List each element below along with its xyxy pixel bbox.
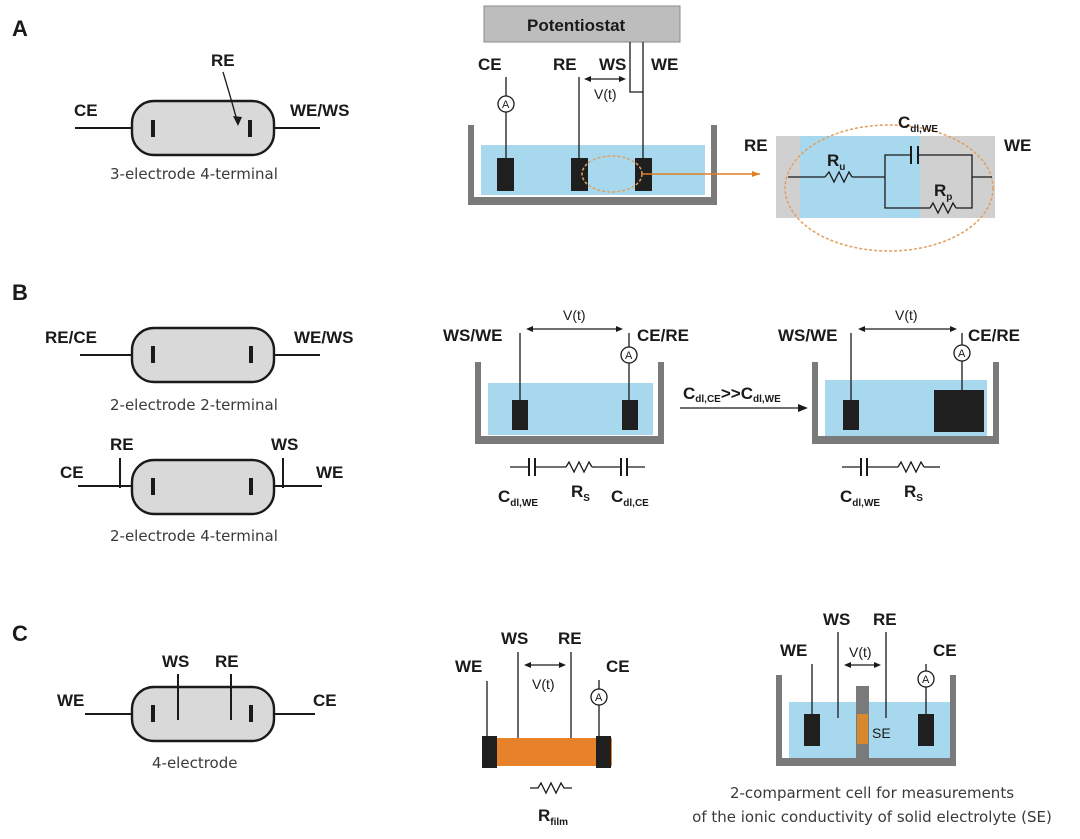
b-2t-caption: 2-electrode 2-terminal (110, 396, 278, 414)
b2-rs-label: RS (904, 482, 923, 504)
a-ammeter-label: A (502, 99, 510, 111)
panel-b-cell-2: A WS/WE CE/RE V(t) Cdl,WE RS (778, 307, 1020, 509)
c-schematic-ce-label: CE (313, 691, 337, 710)
panel-a-cell: Potentiostat A CE RE WS WE V(t) (468, 5, 760, 205)
film-bar (482, 738, 612, 766)
circuit-we-label: WE (1004, 136, 1031, 155)
a-schematic-caption: 3-electrode 4-terminal (110, 165, 278, 183)
c-film-ws-label: WS (501, 629, 528, 648)
b2-right-label: CE/RE (968, 326, 1020, 345)
a-cell-we-label: WE (651, 55, 678, 74)
circuit-re-label: RE (744, 136, 768, 155)
a-cell-re-label: RE (553, 55, 577, 74)
a-voltage-label: V(t) (594, 86, 617, 102)
c-film-ammeter-label: A (595, 692, 603, 704)
b1-rs-label: RS (571, 482, 590, 504)
b-4t-caption: 2-electrode 4-terminal (110, 527, 278, 545)
c-tc-ammeter-label: A (922, 674, 930, 686)
a-cell-ws-label: WS (599, 55, 626, 74)
beaker (468, 125, 717, 205)
c-schematic-caption: 4-electrode (152, 754, 237, 772)
panel-c-film: A WE WS RE CE V(t) Rfilm (455, 629, 630, 828)
solid-electrolyte (857, 714, 868, 744)
b1-right-label: CE/RE (637, 326, 689, 345)
c-film-r-label: Rfilm (538, 806, 568, 828)
panel-a-zoom-circuit: RE WE Ru Cdl,WE Rp (744, 113, 1031, 252)
panel-b-transition-arrow: Cdl,CE>>Cdl,WE (680, 384, 808, 412)
a-schematic-ce-label: CE (74, 101, 98, 120)
b1-left-label: WS/WE (443, 326, 503, 345)
c-tc-we-label: WE (780, 641, 807, 660)
b-4t-re-label: RE (110, 435, 134, 454)
c-schematic-ws-label: WS (162, 652, 189, 671)
panel-label-c: C (12, 621, 28, 646)
b2-ammeter-label: A (958, 348, 966, 360)
panel-a-schematic: CE RE WE/WS 3-electrode 4-terminal (74, 51, 350, 183)
panel-label-a: A (12, 16, 28, 41)
a-schematic-re-label: RE (211, 51, 235, 70)
b1-c2-label: Cdl,CE (611, 487, 649, 509)
potentiostat-box (483, 5, 681, 43)
panel-b-schematic-4t: CE RE WS WE 2-electrode 4-terminal (60, 435, 343, 545)
c-tc-caption-line2: of the ionic conductivity of solid elect… (692, 808, 1052, 826)
panel-label-b: B (12, 280, 28, 305)
b1-c1-label: Cdl,WE (498, 487, 538, 509)
b-4t-we-label: WE (316, 463, 343, 482)
c-tc-re-label: RE (873, 610, 897, 629)
c-schematic-we-label: WE (57, 691, 84, 710)
b-4t-ce-label: CE (60, 463, 84, 482)
circuit-ru-label: Ru (827, 151, 845, 173)
b-arrow-label: Cdl,CE>>Cdl,WE (683, 384, 781, 405)
c-film-re-label: RE (558, 629, 582, 648)
c-tc-ce-label: CE (933, 641, 957, 660)
a-schematic-we-ws-label: WE/WS (290, 101, 350, 120)
panel-b-schematic-2t: RE/CE WE/WS 2-electrode 2-terminal (45, 326, 354, 414)
b2-left-label: WS/WE (778, 326, 838, 345)
c-film-voltage-label: V(t) (532, 676, 555, 692)
circuit-rp-label: Rp (934, 181, 952, 203)
c-schematic-re-label: RE (215, 652, 239, 671)
ammeter-icon (497, 95, 515, 113)
panel-b-cell-1: A WS/WE CE/RE V(t) Cdl,WE RS Cdl,CE (443, 307, 689, 509)
b2-voltage-label: V(t) (895, 307, 918, 323)
potentiostat-label: Potentiostat (527, 16, 626, 35)
circuit-cdl-label: Cdl,WE (898, 113, 938, 135)
c-film-we-label: WE (455, 657, 482, 676)
b2-c1-label: Cdl,WE (840, 487, 880, 509)
b1-voltage-label: V(t) (563, 307, 586, 323)
c-tc-se-label: SE (872, 725, 891, 741)
c-film-ce-label: CE (606, 657, 630, 676)
b-4t-ws-label: WS (271, 435, 298, 454)
b-2t-left-label: RE/CE (45, 328, 97, 347)
c-tc-voltage-label: V(t) (849, 644, 872, 660)
b1-ammeter-label: A (625, 350, 633, 362)
panel-c-two-compartment: A WE WS RE CE V(t) SE 2-comparment cell … (692, 610, 1052, 826)
c-tc-caption-line1: 2-comparment cell for measurements (730, 784, 1014, 802)
a-cell-ce-label: CE (478, 55, 502, 74)
panel-c-schematic: WE WS RE CE 4-electrode (57, 652, 337, 772)
b-2t-right-label: WE/WS (294, 328, 354, 347)
c-tc-ws-label: WS (823, 610, 850, 629)
